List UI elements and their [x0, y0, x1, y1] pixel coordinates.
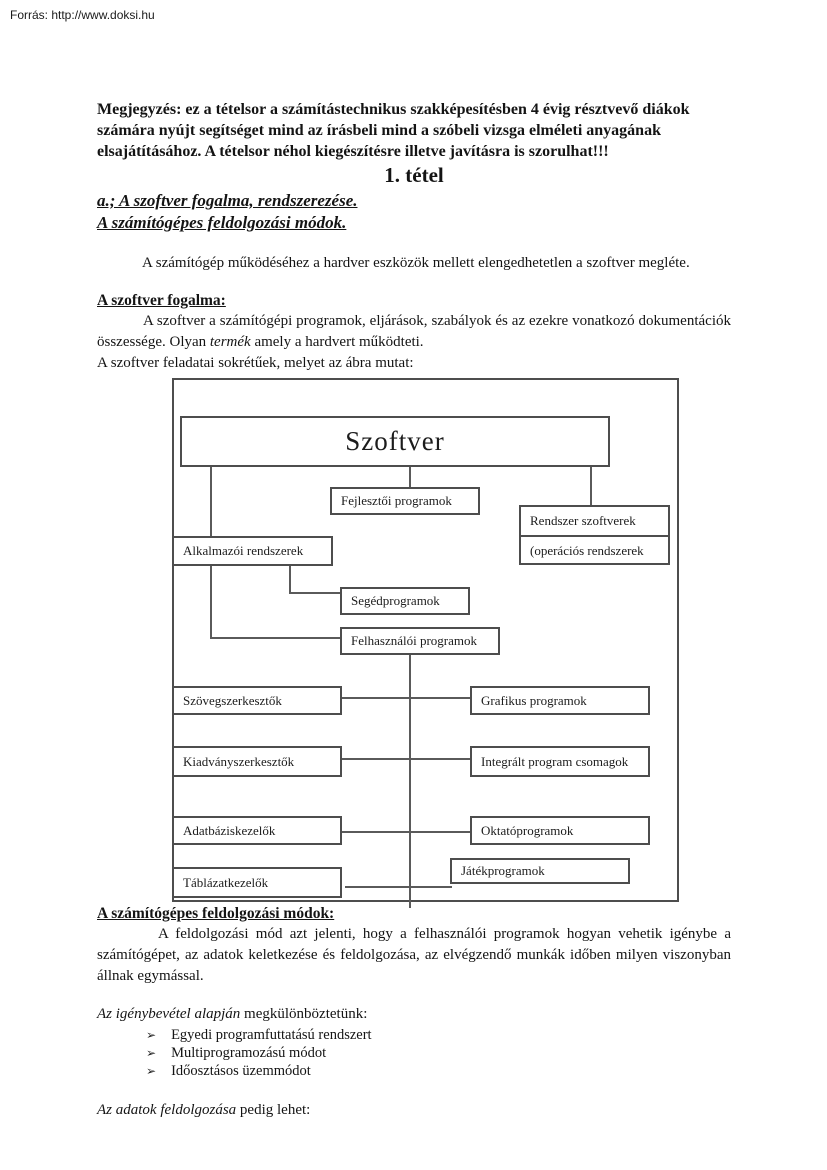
diagram-node-grafikus-programok: Grafikus programok [470, 686, 650, 715]
diagram-node-szovegszerkesztok: Szövegszerkesztők [172, 686, 342, 715]
connector-row-db-edu [340, 831, 472, 833]
list-item: Időosztásos üzemmódot ➢ Időosztásos üzem… [97, 1062, 731, 1080]
topic-heading-line1: a.; A szoftver fogalma, rendszerezése. [97, 191, 358, 210]
connector-to-felhasznaloi [210, 637, 340, 639]
connector-row-dtp-integrated [340, 758, 472, 760]
list-item-label: Multiprogramozású módot [171, 1045, 327, 1061]
data-processing-rest: pedig lehet: [236, 1102, 311, 1118]
diagram-node-operacios-rendszerek-label: (operációs rendszerek [530, 543, 644, 558]
intro-paragraph: A számítógép működéséhez a hardver eszkö… [142, 255, 690, 271]
topic-heading-line2: A számítógépes feldolgozási módok. [97, 213, 347, 232]
processing-modes-list: ➢ Egyedi programfuttatású rendszert ➢ Mu… [97, 1026, 731, 1080]
software-hierarchy-diagram: Szoftver Fejlesztői programok Rendszer s… [172, 378, 679, 908]
diagram-node-integralt-program-csomagok: Integrált program csomagok [470, 746, 650, 777]
diagram-node-fejlesztoi-programok: Fejlesztői programok [330, 487, 480, 515]
note-paragraph: Megjegyzés: ez a tételsor a számítástech… [97, 101, 690, 160]
software-definition-paragraph: A szoftver a számítógépi programok, eljá… [97, 311, 731, 353]
diagram-node-segedprogramok: Segédprogramok [340, 587, 470, 615]
connector-root-to-alkalmazoi [210, 467, 212, 536]
page-title: 1. tétel [384, 163, 444, 187]
diagram-node-adatbaziskezelok: Adatbáziskezelők [172, 816, 342, 845]
diagram-node-felhasznaloi-programok: Felhasználói programok [340, 627, 500, 655]
list-item-label: Egyedi programfuttatású rendszert [171, 1027, 372, 1043]
connector-central-spine [409, 655, 411, 908]
usage-basis-lead: Az igénybevétel alapján megkülönböztetün… [97, 1004, 731, 1025]
diagram-node-oktatoprogramok: Oktatóprogramok [470, 816, 650, 845]
source-url-header: Forrás: http://www.doksi.hu [10, 8, 155, 22]
diagram-lead-in: A szoftver feladatai sokrétűek, melyet a… [97, 355, 414, 371]
connector-root-to-fejlesztoi [409, 467, 411, 487]
list-item-label: Időosztásos üzemmódot [171, 1063, 311, 1079]
connector-alkalmazoi-elbow [289, 566, 291, 594]
connector-row-text-graphics [340, 697, 472, 699]
section-heading-processing-modes: A számítógépes feldolgozási módok: [97, 905, 335, 922]
diagram-node-rendszer-szoftverek-label: Rendszer szoftverek [521, 507, 668, 537]
definition-text-start: A szoftver a számítógépi programok, eljá… [97, 313, 731, 350]
arrow-bullet-icon: ➢ [146, 1064, 157, 1078]
definition-text-end: amely a hardvert működteti. [250, 334, 424, 350]
diagram-node-szoftver: Szoftver [180, 416, 610, 467]
arrow-bullet-icon: ➢ [146, 1028, 157, 1042]
diagram-node-tablazatkezelok: Táblázatkezelők [172, 867, 342, 898]
usage-basis-rest: megkülönböztetünk: [240, 1006, 368, 1022]
definition-italic-word: termék [209, 334, 251, 350]
list-item: ➢ Egyedi programfuttatású rendszert [97, 1026, 731, 1044]
usage-basis-italic: Az igénybevétel alapján [97, 1006, 241, 1022]
connector-to-seged [289, 592, 342, 594]
arrow-bullet-icon: ➢ [146, 1046, 157, 1060]
diagram-node-rendszer-szoftverek: Rendszer szoftverek (operációs rendszere… [519, 505, 670, 565]
diagram-node-alkalmazoi-rendszerek: Alkalmazói rendszerek [172, 536, 333, 566]
connector-root-to-rendszer [590, 467, 592, 505]
processing-modes-paragraph: A feldolgozási mód azt jelenti, hogy a f… [97, 926, 731, 984]
connector-row-spreadsheet-games [345, 886, 452, 888]
diagram-node-jatekprogramok: Játékprogramok [450, 858, 630, 884]
connector-alkalmazoi-down [210, 566, 212, 639]
diagram-node-kiadvanyszerkesztok: Kiadványszerkesztők [172, 746, 342, 777]
data-processing-italic: Az adatok feldolgozása [97, 1102, 237, 1118]
document-body: Megjegyzés: ez a tételsor a számítástech… [97, 99, 731, 1121]
section-heading-software-concept: A szoftver fogalma: [97, 292, 226, 309]
data-processing-lead: Az adatok feldolgozása pedig lehet: [97, 1100, 731, 1121]
list-item: ➢ Multiprogramozású módot [97, 1044, 731, 1062]
